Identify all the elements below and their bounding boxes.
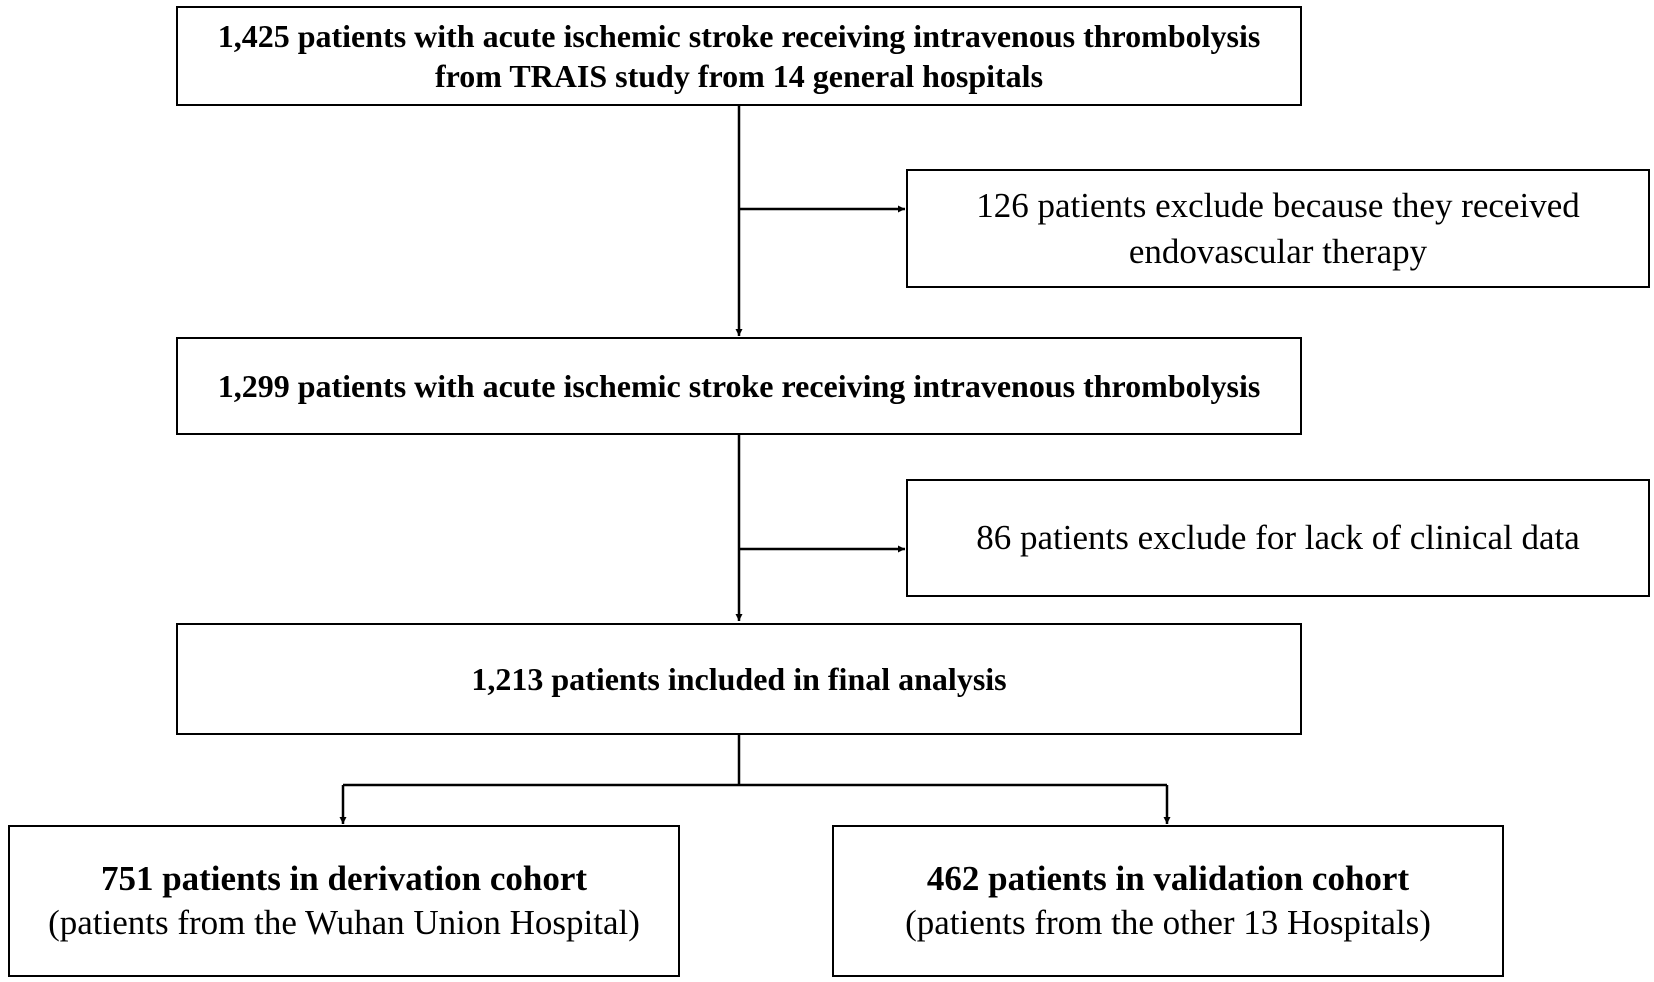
eligible-cohort-line-1: 1,299 patients with acute ischemic strok… [217, 368, 1261, 404]
validation-cohort-box: 462 patients in validation cohort (patie… [832, 825, 1504, 977]
validation-cohort-title: 462 patients in validation cohort [926, 859, 1410, 898]
exclusion-1-line-2: endovascular therapy [1128, 231, 1428, 271]
exclusion-1-line-1: 126 patients exclude because they receiv… [976, 185, 1580, 225]
derivation-cohort-detail: (patients from the Wuhan Union Hospital) [48, 903, 640, 942]
derivation-cohort-box: 751 patients in derivation cohort (patie… [8, 825, 680, 977]
exclusion-clinical-data-box: 86 patients exclude for lack of clinical… [906, 479, 1650, 597]
validation-cohort-detail: (patients from the other 13 Hospitals) [905, 903, 1431, 942]
initial-cohort-line-1: 1,425 patients with acute ischemic strok… [217, 18, 1261, 54]
final-analysis-line-1: 1,213 patients included in final analysi… [471, 661, 1007, 697]
final-analysis-box: 1,213 patients included in final analysi… [176, 623, 1302, 735]
initial-cohort-box: 1,425 patients with acute ischemic strok… [176, 6, 1302, 106]
derivation-cohort-title: 751 patients in derivation cohort [100, 859, 588, 898]
exclusion-endovascular-box: 126 patients exclude because they receiv… [906, 169, 1650, 288]
initial-cohort-line-2: from TRAIS study from 14 general hospita… [434, 58, 1044, 94]
exclusion-2-line-1: 86 patients exclude for lack of clinical… [976, 518, 1580, 557]
eligible-cohort-box: 1,299 patients with acute ischemic strok… [176, 337, 1302, 435]
